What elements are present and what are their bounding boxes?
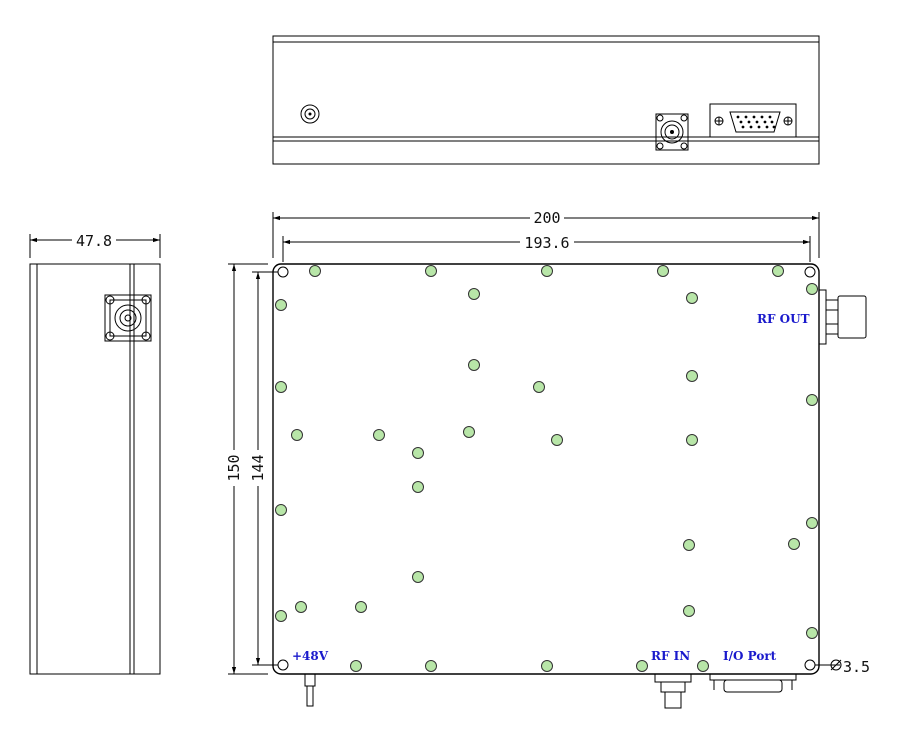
screw	[373, 429, 385, 441]
screw	[683, 539, 695, 551]
screw	[275, 504, 287, 516]
mounting-hole	[804, 266, 816, 278]
width-holes-dimension: 193.6	[524, 234, 569, 252]
rf-in-connector	[654, 673, 692, 709]
height-holes-dimension: 144	[249, 454, 267, 481]
screw	[412, 481, 424, 493]
screw	[636, 660, 648, 672]
height-outer-dimension: 150	[225, 454, 243, 481]
power-connector	[304, 673, 316, 707]
side-view: 47.8	[29, 232, 161, 675]
screw	[683, 605, 695, 617]
screw	[533, 381, 545, 393]
screw	[806, 394, 818, 406]
screw	[806, 283, 818, 295]
screw	[541, 660, 553, 672]
mounting-hole	[804, 659, 816, 671]
screw	[806, 517, 818, 529]
screw	[275, 610, 287, 622]
screw	[412, 447, 424, 459]
screw	[468, 359, 480, 371]
io-port-label: I/O Port	[723, 649, 777, 663]
screw	[686, 370, 698, 382]
screw	[541, 265, 553, 277]
screw	[275, 381, 287, 393]
screw	[686, 434, 698, 446]
screw	[425, 660, 437, 672]
bottom-plan-view: 200 193.6 150 144 3.5	[225, 209, 870, 709]
screw	[463, 426, 475, 438]
screw	[291, 429, 303, 441]
rf-out-connector	[818, 289, 867, 345]
screw-pattern	[275, 265, 818, 672]
screw	[686, 292, 698, 304]
screw	[551, 434, 563, 446]
screw	[412, 571, 424, 583]
rf-out-connector-side	[104, 294, 152, 342]
io-port-connector	[709, 673, 797, 693]
screw	[468, 288, 480, 300]
width-outer-dimension: 200	[533, 209, 560, 227]
screw	[350, 660, 362, 672]
hole-diameter-dimension: 3.5	[843, 658, 870, 676]
screw	[657, 265, 669, 277]
screw	[309, 265, 321, 277]
screw	[772, 265, 784, 277]
screw	[806, 627, 818, 639]
front-panel-view	[272, 35, 820, 165]
mounting-hole	[277, 659, 289, 671]
screw	[355, 601, 367, 613]
screw	[788, 538, 800, 550]
io-port-connector-front	[709, 103, 797, 138]
power-label: +48V	[292, 649, 329, 663]
rf-in-connector-front	[655, 113, 689, 151]
depth-dimension: 47.8	[76, 232, 112, 250]
screw	[425, 265, 437, 277]
rf-out-label: RF OUT	[757, 312, 810, 326]
power-connector-front	[300, 104, 320, 124]
mounting-hole	[277, 266, 289, 278]
rf-in-label: RF IN	[651, 649, 690, 663]
screw	[295, 601, 307, 613]
screw	[697, 660, 709, 672]
screw	[275, 299, 287, 311]
